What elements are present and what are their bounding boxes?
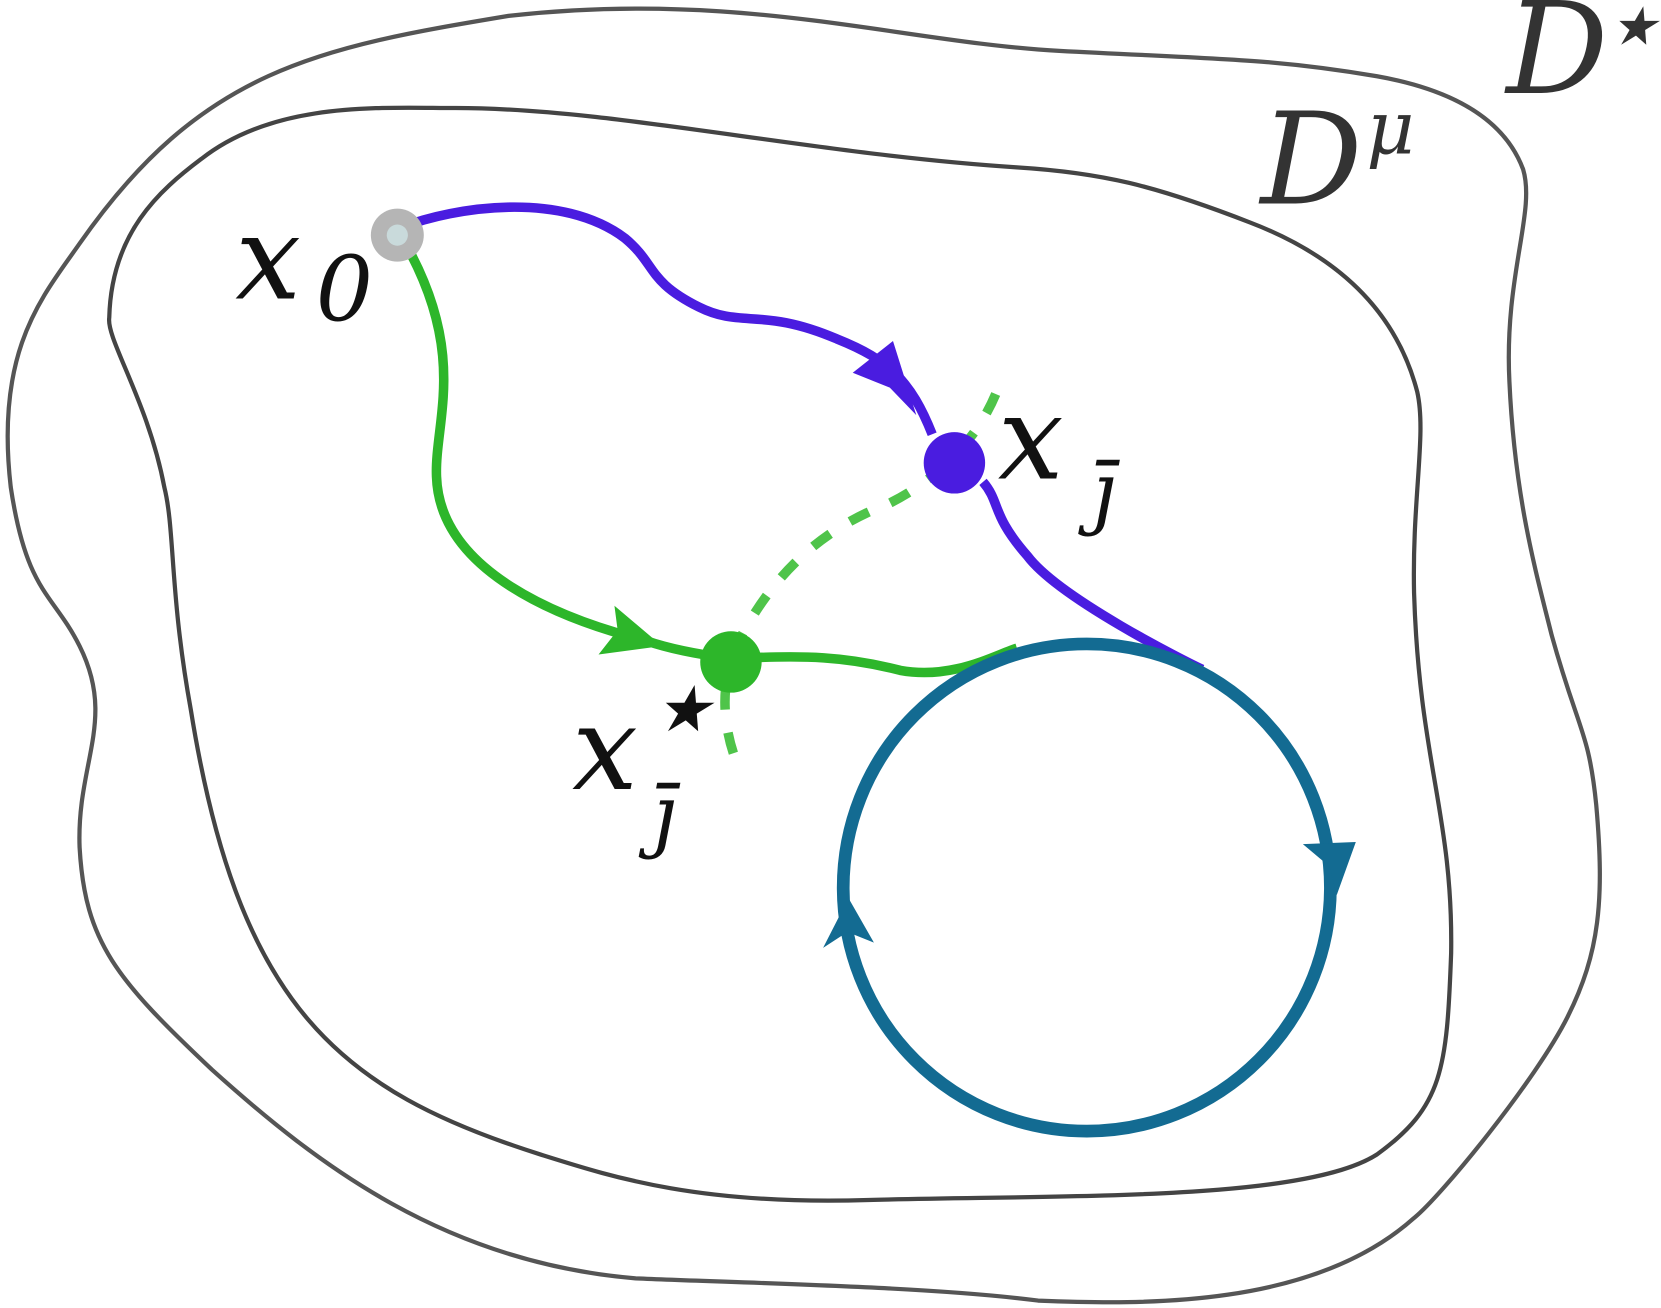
purple-path xyxy=(398,202,1205,674)
start-point-inner xyxy=(386,224,408,246)
loop-arrow-up-icon xyxy=(823,898,874,948)
green-point xyxy=(700,631,762,693)
inner-region-boundary xyxy=(107,105,1454,1203)
start-point-subscript: 0 xyxy=(316,237,373,342)
outer-region-superscript: ★ xyxy=(1610,0,1660,57)
inner-region-superscript: μ xyxy=(1366,86,1414,172)
purple-arrow-icon xyxy=(852,341,917,416)
green-arrow-icon xyxy=(598,605,663,655)
green-point-subscript: j̄ xyxy=(639,768,681,861)
start-point-label: x xyxy=(235,192,301,327)
purple-point xyxy=(923,432,986,494)
loop-arrow-down-icon xyxy=(1302,841,1356,895)
outer-region-label: D xyxy=(1504,0,1608,123)
purple-point-label: x xyxy=(998,372,1064,507)
inner-region-label: D xyxy=(1258,85,1362,233)
purple-point-subscript: j̄ xyxy=(1078,445,1120,538)
outer-region-boundary xyxy=(5,6,1602,1305)
green-point-label: x xyxy=(572,682,638,817)
loop xyxy=(836,637,1337,1138)
green-point-superscript: ★ xyxy=(655,672,715,746)
